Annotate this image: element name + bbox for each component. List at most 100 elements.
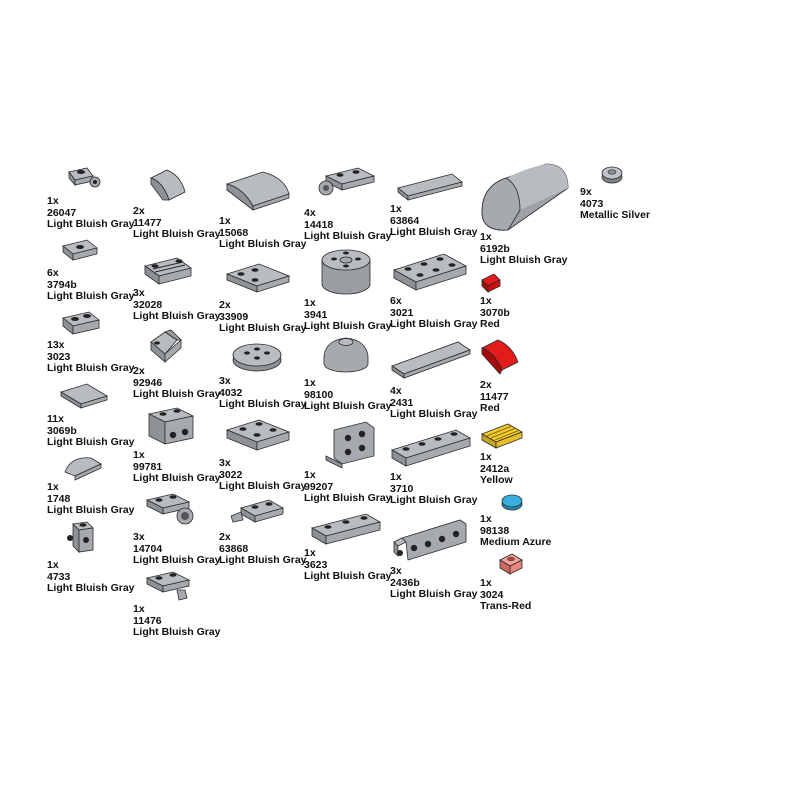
- part-number: 3022: [219, 468, 243, 481]
- part-qty: 3x: [133, 531, 145, 543]
- part-qty: 1x: [304, 297, 316, 309]
- part-3794b: 6x 3794b Light Bluish Gray: [47, 236, 147, 303]
- brick-studs-on-sides-icon: [67, 521, 94, 553]
- part-number: 3021: [390, 306, 414, 319]
- part-qty: 1x: [390, 471, 402, 483]
- part-number: 99781: [133, 460, 163, 473]
- plate-ball-joint-icon: [318, 167, 376, 196]
- part-color: Light Bluish Gray: [47, 504, 135, 516]
- part-number: 3710: [390, 482, 414, 495]
- part-qty: 2x: [219, 531, 231, 543]
- bracket-1x2-2x2-up-icon: [325, 421, 375, 469]
- part-qty: 1x: [133, 603, 145, 615]
- part-qty: 1x: [304, 377, 316, 389]
- part-number: 11477: [480, 390, 509, 403]
- part-33909: 2x 33909 Light Bluish Gray: [219, 258, 319, 335]
- part-11477-red: 2x 11477 Red: [480, 336, 580, 415]
- part-color: Light Bluish Gray: [390, 226, 478, 238]
- part-number: 33909: [219, 310, 249, 323]
- tile-1x3-icon: [397, 173, 463, 201]
- part-6192b: 1x 6192b Light Bluish Gray: [480, 160, 580, 267]
- part-color: Light Bluish Gray: [390, 494, 478, 506]
- part-number: 3941: [304, 308, 328, 321]
- plate-ball-socket-icon: [145, 493, 194, 525]
- slope-45-plate-icon: [150, 329, 182, 363]
- part-number: 63868: [219, 542, 249, 555]
- part-qty: 1x: [304, 469, 316, 481]
- part-color: Light Bluish Gray: [219, 554, 307, 566]
- tile-1x1-icon: [481, 273, 501, 293]
- part-number: 3024: [480, 588, 504, 601]
- part-4733: 1x 4733 Light Bluish Gray: [47, 518, 147, 595]
- part-color: Light Bluish Gray: [304, 570, 392, 582]
- part-3022: 3x 3022 Light Bluish Gray: [219, 414, 319, 493]
- part-color: Light Bluish Gray: [47, 290, 135, 302]
- plate-1x4-icon: [391, 429, 471, 467]
- part-qty: 1x: [480, 577, 492, 589]
- part-color: Light Bluish Gray: [480, 254, 568, 266]
- part-qty: 4x: [304, 207, 316, 219]
- plate-1x2-icon: [62, 311, 100, 335]
- plate-2x3-icon: [392, 253, 468, 291]
- part-number: 3070b: [480, 306, 510, 319]
- part-number: 4073: [580, 197, 604, 210]
- part-qty: 1x: [133, 449, 145, 461]
- part-qty: 1x: [480, 451, 492, 463]
- plate-round-1x1-icon: [601, 166, 623, 184]
- part-qty: 4x: [390, 385, 402, 397]
- part-63864: 1x 63864 Light Bluish Gray: [390, 168, 490, 239]
- part-qty: 3x: [390, 565, 402, 577]
- part-number: 14418: [304, 218, 334, 231]
- tile-1x4-icon: [391, 341, 471, 379]
- part-number: 98138: [480, 524, 510, 537]
- part-98100: 1x 98100 Light Bluish Gray: [304, 334, 404, 413]
- part-qty: 2x: [133, 365, 145, 377]
- part-14418: 4x 14418 Light Bluish Gray: [304, 164, 404, 243]
- part-qty: 1x: [47, 559, 59, 571]
- bracket-1x2-down-icon: [147, 407, 195, 445]
- plate-1x2-jumper-icon: [62, 239, 98, 261]
- part-92946: 2x 92946 Light Bluish Gray: [133, 326, 233, 401]
- part-color: Metallic Silver: [580, 209, 651, 221]
- part-qty: 1x: [480, 231, 492, 243]
- part-qty: 3x: [219, 457, 231, 469]
- part-qty: 13x: [47, 339, 65, 351]
- part-qty: 9x: [580, 186, 592, 198]
- tile-grille-icon: [481, 423, 523, 449]
- tile-2x2-studs-corner-icon: [225, 263, 291, 293]
- part-color: Light Bluish Gray: [390, 588, 478, 600]
- part-number: 26047: [47, 206, 77, 219]
- part-4073: 9x 4073 Metallic Silver: [580, 163, 680, 222]
- part-color: Medium Azure: [480, 536, 552, 548]
- part-number: 3623: [304, 558, 328, 571]
- part-32028: 3x 32028 Light Bluish Gray: [133, 254, 233, 323]
- part-number: 4032: [219, 386, 243, 399]
- part-color: Light Bluish Gray: [390, 408, 478, 420]
- brick-curved-top-icon: [481, 163, 569, 231]
- part-color: Light Bluish Gray: [133, 626, 221, 638]
- part-color: Yellow: [480, 474, 513, 486]
- plate-round-2x2-icon: [232, 343, 282, 372]
- part-color: Light Bluish Gray: [390, 318, 478, 330]
- plate-door-rail-icon: [144, 257, 192, 285]
- part-qty: 2x: [133, 205, 145, 217]
- part-qty: 6x: [390, 295, 402, 307]
- part-color: Trans-Red: [480, 600, 532, 612]
- part-number: 14704: [133, 542, 163, 555]
- part-number: 6192b: [480, 242, 510, 255]
- part-11476: 1x 11476 Light Bluish Gray: [133, 568, 233, 639]
- part-number: 98100: [304, 388, 334, 401]
- bracket-1x2-1x4-icon: [393, 519, 467, 561]
- part-number: 99207: [304, 480, 334, 493]
- part-3623: 1x 3623 Light Bluish Gray: [304, 508, 404, 583]
- slope-curved-2x1-icon: [480, 339, 519, 375]
- part-14704: 3x 14704 Light Bluish Gray: [133, 488, 233, 567]
- part-color: Light Bluish Gray: [133, 310, 221, 322]
- part-63868: 2x 63868 Light Bluish Gray: [219, 496, 319, 567]
- dome-2x2-icon: [323, 337, 369, 373]
- part-15068: 1x 15068 Light Bluish Gray: [219, 166, 319, 251]
- part-number: 63864: [390, 214, 420, 227]
- part-qty: 1x: [390, 203, 402, 215]
- part-2431: 4x 2431 Light Bluish Gray: [390, 336, 490, 421]
- part-qty: 11x: [47, 413, 64, 425]
